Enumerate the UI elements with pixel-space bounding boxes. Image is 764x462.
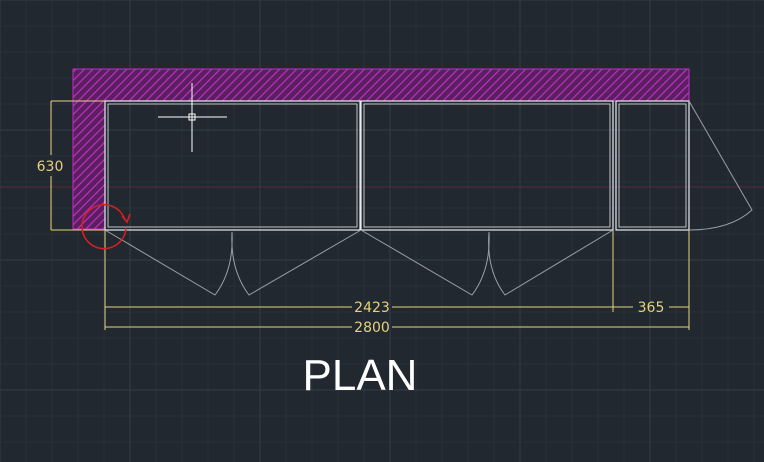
crosshair-cursor-icon — [158, 83, 227, 152]
cabinet-left-inner — [107, 103, 358, 228]
door-swing-1[interactable] — [104, 229, 233, 296]
dimension-630-text[interactable]: 630 — [37, 159, 64, 175]
cabinet-left[interactable] — [104, 100, 361, 231]
cabinet-middle[interactable] — [360, 100, 614, 231]
ucs-origin-icon — [81, 203, 131, 250]
door-swing-2[interactable] — [231, 229, 362, 296]
drawing-title: PLAN — [303, 351, 418, 400]
cabinet-right-inner — [618, 103, 687, 228]
cabinet-right[interactable] — [615, 100, 690, 231]
dimension-lines[interactable] — [50, 100, 690, 330]
door-swing-5[interactable] — [688, 100, 753, 231]
wall-hatch[interactable] — [72, 68, 690, 230]
cabinet-outline[interactable] — [104, 100, 690, 231]
cabinet-middle-inner — [363, 103, 611, 228]
door-swing-3[interactable] — [360, 229, 490, 296]
door-swing-4[interactable] — [488, 229, 614, 296]
dimension-2423-text[interactable]: 2423 — [354, 300, 390, 316]
dimension-365-text[interactable]: 365 — [638, 300, 665, 316]
dimension-2800-text[interactable]: 2800 — [354, 320, 390, 336]
door-swings[interactable] — [104, 100, 753, 296]
